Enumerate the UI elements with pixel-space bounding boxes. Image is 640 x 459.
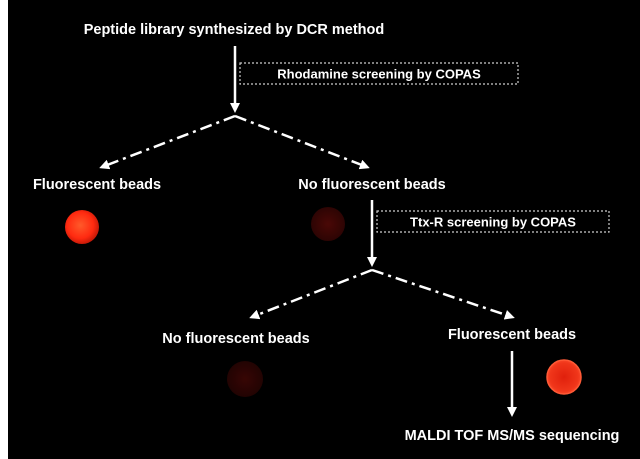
step1-box-label: Rhodamine screening by COPAS [277, 67, 481, 82]
dim-bead-image-2 [227, 361, 263, 397]
step2-box-label: Ttx-R screening by COPAS [410, 215, 576, 230]
arrow-branch1-left [99, 114, 236, 170]
step2-box [376, 210, 610, 233]
left2-label: No fluorescent beads [162, 331, 309, 347]
right1-label: No fluorescent beads [298, 177, 445, 193]
fluorescent-bead-image [65, 210, 99, 244]
title-label: Peptide library synthesized by DCR metho… [84, 22, 385, 38]
arrow-branch2-left [249, 268, 373, 320]
final-label: MALDI TOF MS/MS sequencing [405, 428, 620, 444]
arrow-branch1-right [234, 114, 370, 170]
dim-bead-image [311, 207, 345, 241]
step1-box [239, 62, 519, 85]
right2-label: Fluorescent beads [448, 327, 576, 343]
fluorescent-bead-image-2 [546, 359, 582, 395]
left1-label: Fluorescent beads [33, 177, 161, 193]
